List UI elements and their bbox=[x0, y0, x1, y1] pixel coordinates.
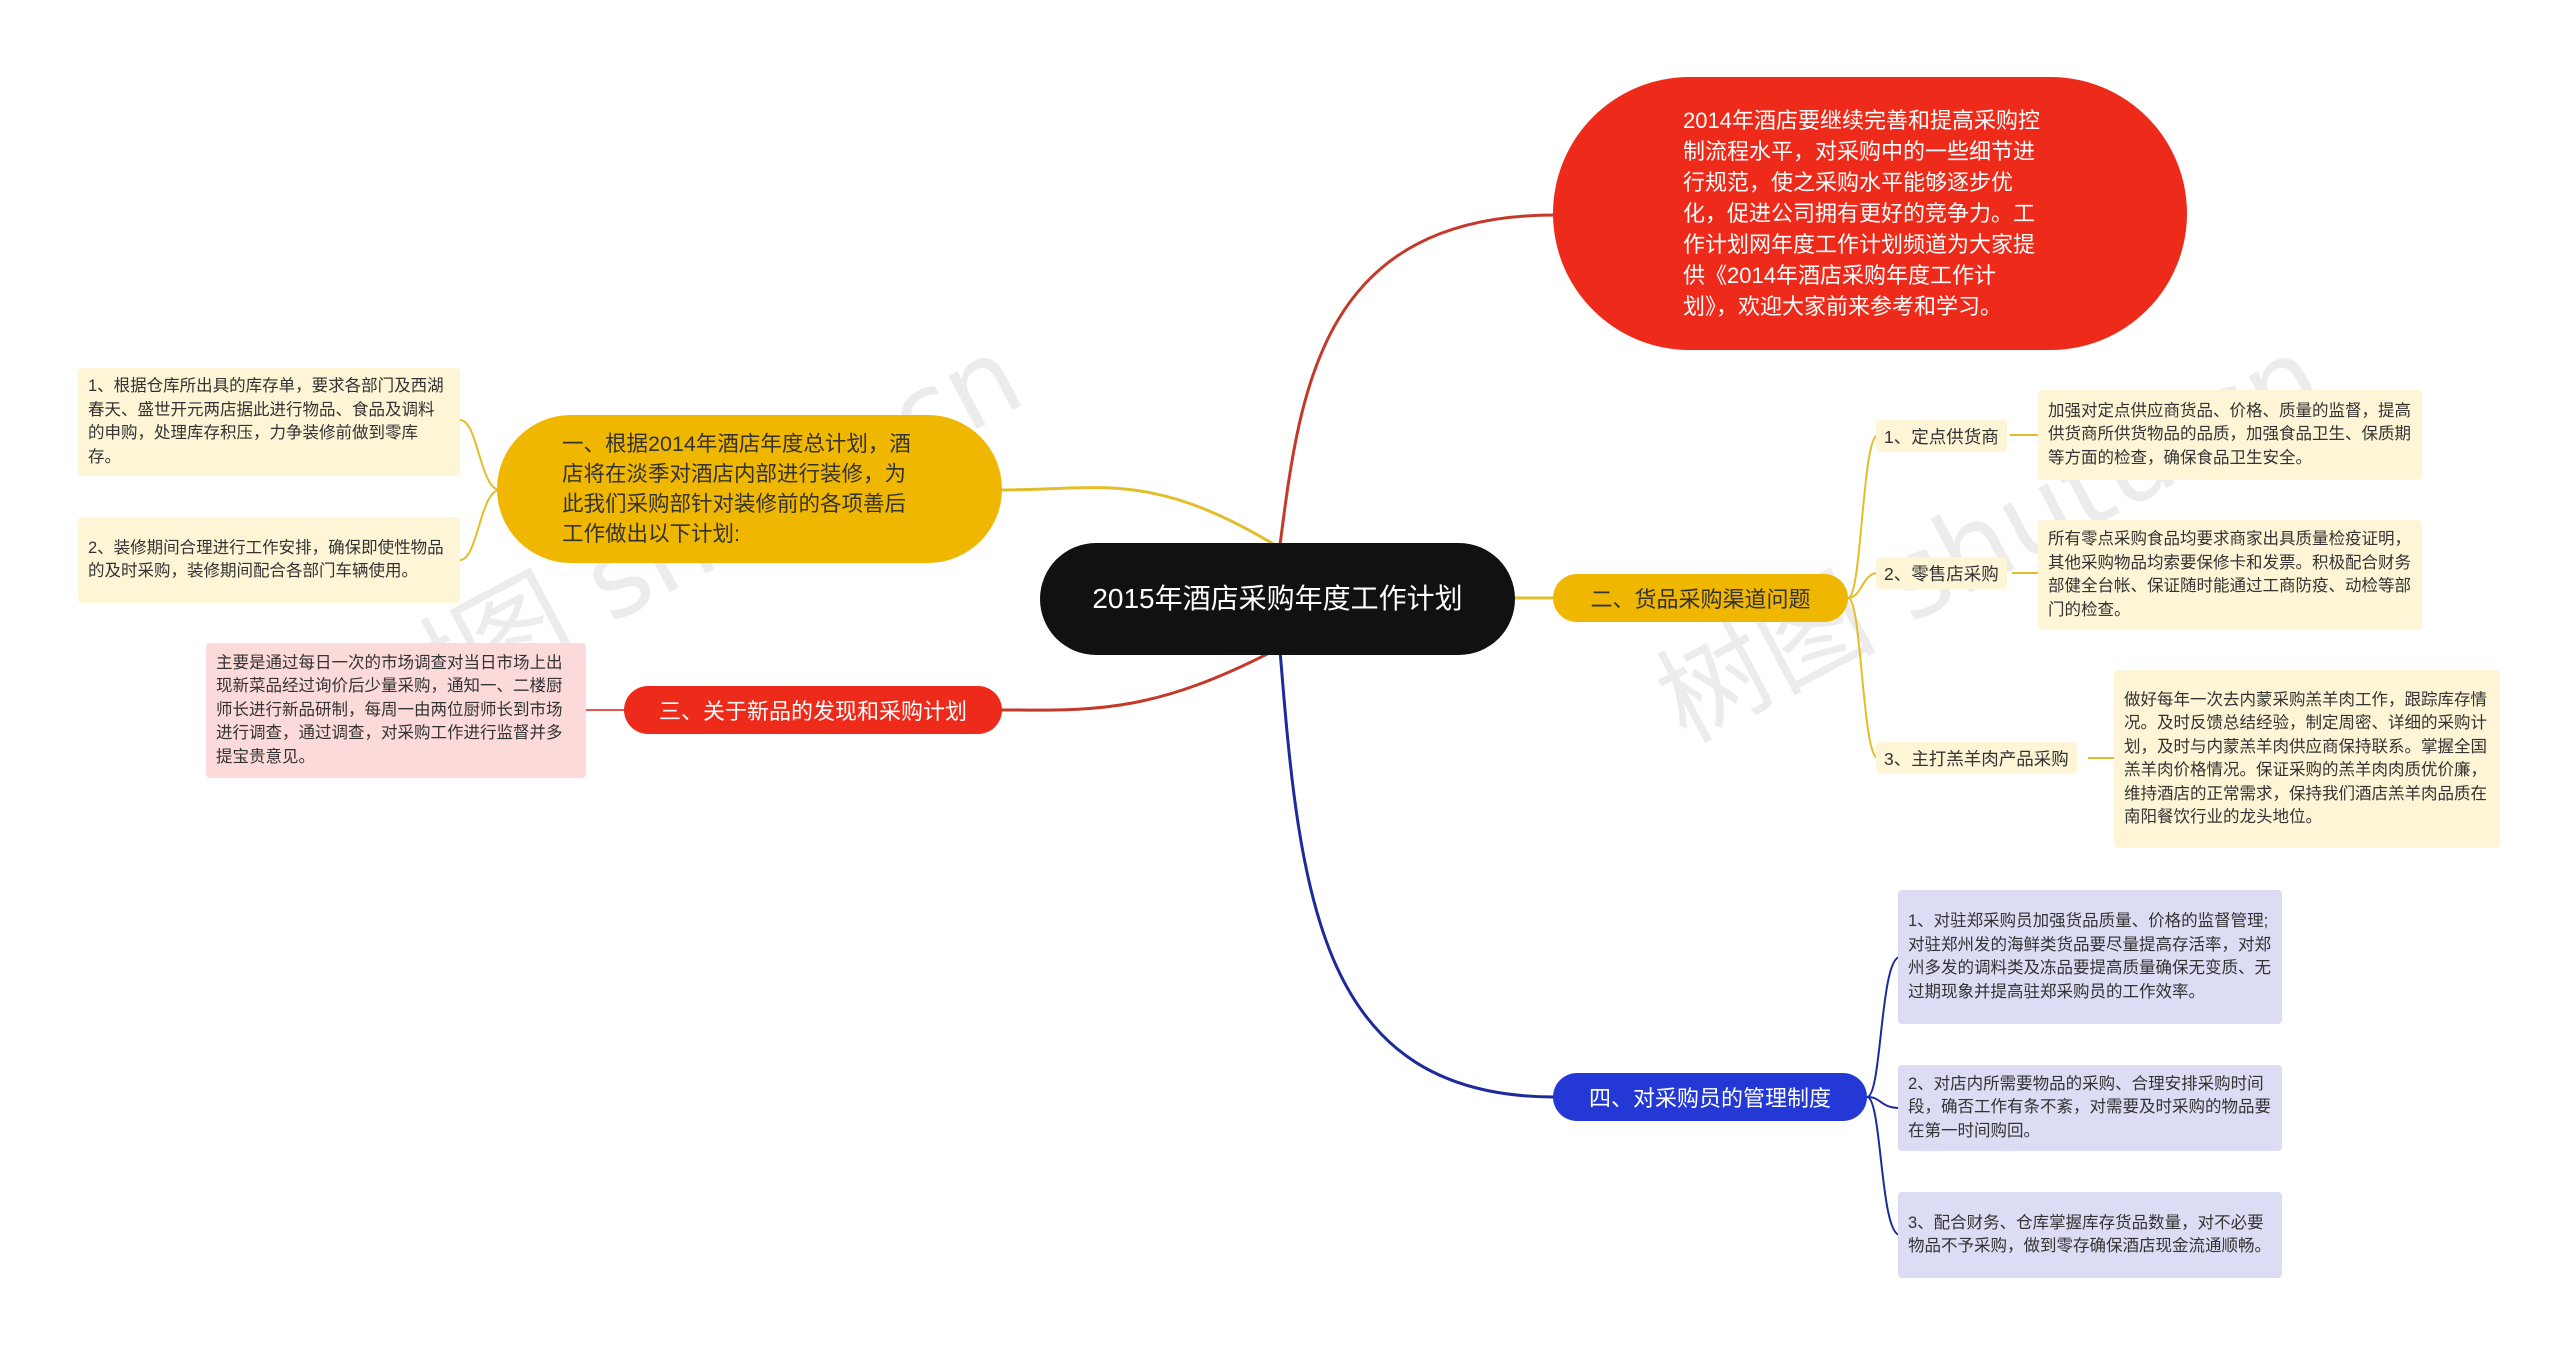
b2-sub-3-detail[interactable]: 做好每年一次去内蒙采购羔羊肉工作，跟踪库存情况。及时反馈总结经验，制定周密、详细… bbox=[2114, 670, 2500, 848]
b3-detail-text: 主要是通过每日一次的市场调查对当日市场上出现新菜品经过询价后少量采购，通知一、二… bbox=[216, 653, 563, 766]
link-b3 bbox=[999, 648, 1276, 712]
link-intro bbox=[1278, 213, 1556, 546]
b1-item-2-text: 2、装修期间合理进行工作安排，确保即使性物品的及时采购，装修期间配合各部门车辆使… bbox=[88, 538, 444, 581]
b2-sub-2-label[interactable]: 2、零售店采购 bbox=[1876, 557, 2007, 589]
b2-sub-1-text: 1、定点供货商 bbox=[1884, 426, 1999, 447]
branch-1-title: 一、根据2014年酒店年度总计划，酒店将在淡季对酒店内部进行装修，为此我们采购部… bbox=[562, 432, 911, 546]
link-b1-item2 bbox=[459, 489, 501, 561]
center-topic-text: 2015年酒店采购年度工作计划 bbox=[1092, 583, 1463, 614]
b2-sub-2-detail[interactable]: 所有零点采购食品均要求商家出具质量检疫证明，其他采购物品均索要保修卡和发票。积极… bbox=[2038, 520, 2422, 630]
branch-2-title: 二、货品采购渠道问题 bbox=[1590, 587, 1811, 612]
b2-sub-3-text: 3、主打羔羊肉产品采购 bbox=[1884, 748, 2069, 769]
branch-4-title: 四、对采购员的管理制度 bbox=[1588, 1086, 1831, 1111]
center-topic[interactable]: 2015年酒店采购年度工作计划 bbox=[1040, 543, 1515, 655]
link-b1-item1 bbox=[459, 419, 501, 491]
b4-item-3[interactable]: 3、配合财务、仓库掌握库存货品数量，对不必要物品不予采购，做到零存确保酒店现金流… bbox=[1898, 1192, 2282, 1278]
b4-item-1[interactable]: 1、对驻郑采购员加强货品质量、价格的监督管理;对驻郑州发的海鲜类货品要尽量提高存… bbox=[1898, 890, 2282, 1024]
link-b2-sub2 bbox=[1847, 572, 1879, 599]
b2-sub-2-detail-text: 所有零点采购食品均要求商家出具质量检疫证明，其他采购物品均索要保修卡和发票。积极… bbox=[2048, 530, 2411, 619]
link-b1 bbox=[999, 486, 1276, 547]
link-b4-item3 bbox=[1866, 1096, 1901, 1236]
b4-item-2-text: 2、对店内所需要物品的采购、合理安排采购时间段，确否工作有条不紊，对需要及时采购… bbox=[1908, 1074, 2271, 1140]
link-b2-sub1 bbox=[1847, 434, 1879, 599]
b2-sub-1-detail[interactable]: 加强对定点供应商货品、价格、质量的监督，提高供货商所供货物品的品质，加强食品卫生… bbox=[2038, 390, 2422, 480]
b1-item-1-text: 1、根据仓库所出具的库存单，要求各部门及西湖春天、盛世开元两店据此进行物品、食品… bbox=[88, 377, 444, 466]
branch-3-new-products[interactable]: 三、关于新品的发现和采购计划 bbox=[624, 686, 1002, 734]
intro-text: 2014年酒店要继续完善和提高采购控制流程水平，对采购中的一些细节进行规范，使之… bbox=[1683, 108, 2040, 319]
b4-item-1-text: 1、对驻郑采购员加强货品质量、价格的监督管理;对驻郑州发的海鲜类货品要尽量提高存… bbox=[1908, 912, 2271, 1001]
b2-sub-3-detail-text: 做好每年一次去内蒙采购羔羊肉工作，跟踪库存情况。及时反馈总结经验，制定周密、详细… bbox=[2124, 690, 2487, 827]
branch-3-title: 三、关于新品的发现和采购计划 bbox=[658, 699, 967, 724]
intro-topic[interactable]: 2014年酒店要继续完善和提高采购控制流程水平，对采购中的一些细节进行规范，使之… bbox=[1553, 77, 2187, 350]
b2-sub-2-text: 2、零售店采购 bbox=[1884, 563, 1999, 584]
branch-2-channels[interactable]: 二、货品采购渠道问题 bbox=[1553, 574, 1848, 622]
b2-sub-3-label[interactable]: 3、主打羔羊肉产品采购 bbox=[1876, 742, 2077, 774]
link-b4 bbox=[1278, 649, 1556, 1099]
branch-1-renovation[interactable]: 一、根据2014年酒店年度总计划，酒店将在淡季对酒店内部进行装修，为此我们采购部… bbox=[497, 415, 1002, 563]
b4-item-2[interactable]: 2、对店内所需要物品的采购、合理安排采购时间段，确否工作有条不紊，对需要及时采购… bbox=[1898, 1065, 2282, 1151]
b1-item-1[interactable]: 1、根据仓库所出具的库存单，要求各部门及西湖春天、盛世开元两店据此进行物品、食品… bbox=[78, 368, 460, 476]
b2-sub-1-detail-text: 加强对定点供应商货品、价格、质量的监督，提高供货商所供货物品的品质，加强食品卫生… bbox=[2048, 401, 2411, 467]
b3-detail[interactable]: 主要是通过每日一次的市场调查对当日市场上出现新菜品经过询价后少量采购，通知一、二… bbox=[206, 643, 586, 778]
b2-sub-1-label[interactable]: 1、定点供货商 bbox=[1876, 420, 2007, 452]
branch-4-buyer-management[interactable]: 四、对采购员的管理制度 bbox=[1553, 1073, 1867, 1121]
link-b4-item2 bbox=[1866, 1096, 1901, 1109]
link-b4-item1 bbox=[1866, 956, 1901, 1098]
b4-item-3-text: 3、配合财务、仓库掌握库存货品数量，对不必要物品不予采购，做到零存确保酒店现金流… bbox=[1908, 1213, 2271, 1256]
link-b2-sub3 bbox=[1847, 597, 1879, 759]
b1-item-2[interactable]: 2、装修期间合理进行工作安排，确保即使性物品的及时采购，装修期间配合各部门车辆使… bbox=[78, 517, 460, 603]
